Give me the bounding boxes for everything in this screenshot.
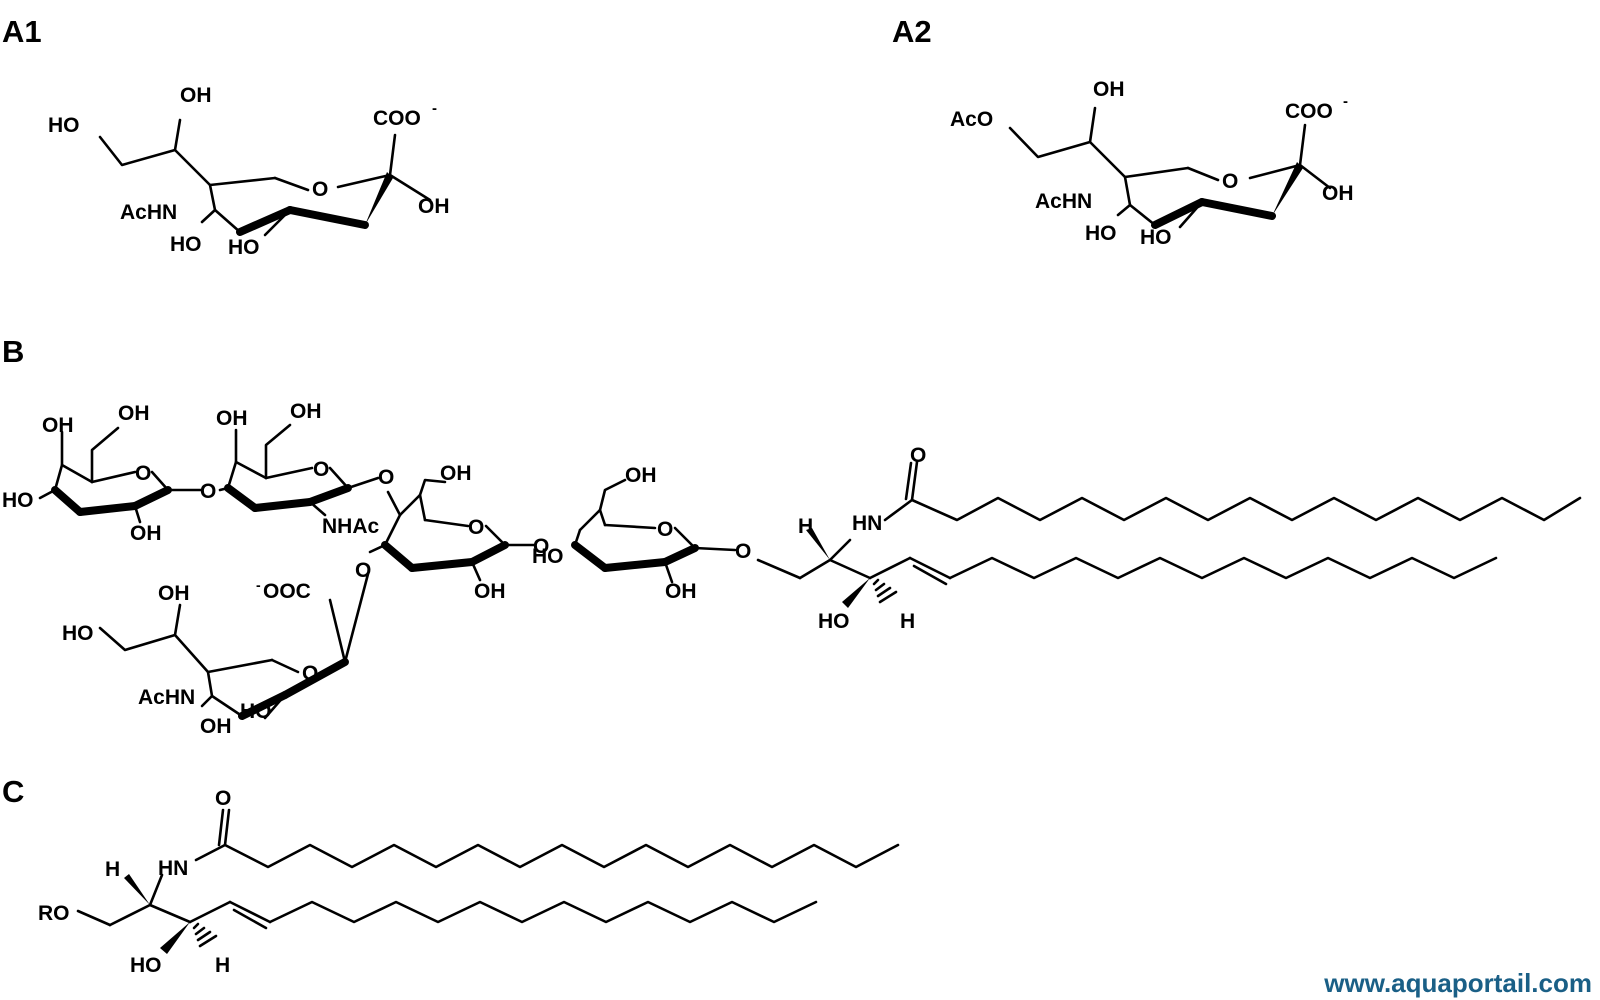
b-sia-oh-n: OH — [200, 715, 232, 738]
panel-label-a1: A1 — [2, 14, 42, 49]
a1-coo-charge: - — [432, 100, 437, 117]
b-gal-oh2: OH — [130, 522, 162, 545]
structure-a1: OH HO COO - O OH AcHN HO HO — [48, 84, 450, 259]
b-h2: H — [900, 610, 915, 633]
b-link-o1: O — [200, 480, 216, 503]
c-hash-bond — [192, 922, 218, 948]
b-gal-ho3: HO — [2, 489, 34, 512]
b-sia-ooc: OOC — [263, 580, 311, 603]
a2-aco: AcO — [950, 108, 993, 131]
c-h-bottom: H — [215, 954, 230, 977]
a1-achn: AcHN — [120, 201, 177, 224]
b-gal2-o: O — [468, 516, 484, 539]
watermark: www.aquaportail.com — [1323, 968, 1592, 998]
b-hn: HN — [852, 512, 882, 535]
a2-achn: AcHN — [1035, 190, 1092, 213]
c-h-top: H — [105, 858, 120, 881]
a1-ring-o: O — [312, 178, 328, 201]
a2-oh-right: OH — [1322, 182, 1354, 205]
b-sia-achn: AcHN — [138, 686, 195, 709]
b-gal2-oh2: OH — [474, 580, 506, 603]
b-gal-o: O — [135, 462, 151, 485]
a1-oh-top: OH — [180, 84, 212, 107]
a1-ho-4: HO — [228, 236, 260, 259]
b-link-o3: O — [735, 540, 751, 563]
c-ro: RO — [38, 902, 70, 925]
a2-ring-o: O — [1222, 170, 1238, 193]
b-glc2-oh2: OH — [665, 580, 697, 603]
b-gal-oh6: OH — [118, 402, 150, 425]
b-sia-o: O — [302, 662, 318, 685]
structure-b: OH OH O HO OH O OH OH O O NHAc — [2, 400, 1582, 738]
structure-c: O H HN RO HO H — [38, 787, 900, 977]
a2-ho-n: HO — [1085, 222, 1117, 245]
panel-label-c: C — [2, 774, 24, 809]
a2-coo-charge: - — [1343, 93, 1348, 110]
b-hash-bond — [872, 578, 898, 604]
panel-label-a2: A2 — [892, 14, 932, 49]
b-glc-oh6: OH — [290, 400, 322, 423]
a1-ho-n: HO — [170, 233, 202, 256]
b-sia-ho: HO — [62, 622, 94, 645]
b-glc-oh4: OH — [216, 407, 248, 430]
a1-ho-left: HO — [48, 114, 80, 137]
b-gal-oh4: OH — [42, 414, 74, 437]
a2-oh-top: OH — [1093, 78, 1125, 101]
a2-coo: COO — [1285, 100, 1333, 123]
structure-a2: OH AcO COO - O OH AcHN HO HO — [950, 78, 1354, 249]
b-glc2-o: O — [657, 518, 673, 541]
b-glc-o: O — [313, 458, 329, 481]
b-link-o2: O — [533, 535, 549, 558]
b-ho-bottom: HO — [818, 610, 850, 633]
b-glc2-ho: HO — [532, 545, 564, 568]
b-sia-oh: OH — [158, 582, 190, 605]
c-ho: HO — [130, 954, 162, 977]
b-h1: H — [798, 515, 813, 538]
b-sia-ho4: HO — [240, 700, 272, 723]
b-gal2-oh6: OH — [440, 462, 472, 485]
b-amide-o: O — [910, 444, 926, 467]
b-glcnac-o: O — [378, 466, 394, 489]
panel-label-b: B — [2, 334, 24, 369]
b-link-o4: O — [355, 559, 371, 582]
b-glc2-oh6: OH — [625, 464, 657, 487]
a2-ho-4: HO — [1140, 226, 1172, 249]
c-amide-o: O — [215, 787, 231, 810]
b-nhac: NHAc — [322, 515, 379, 538]
c-hn: HN — [158, 857, 188, 880]
b-sia-ooc-charge: - — [256, 577, 261, 593]
a1-coo: COO — [373, 107, 421, 130]
a1-oh-right: OH — [418, 195, 450, 218]
